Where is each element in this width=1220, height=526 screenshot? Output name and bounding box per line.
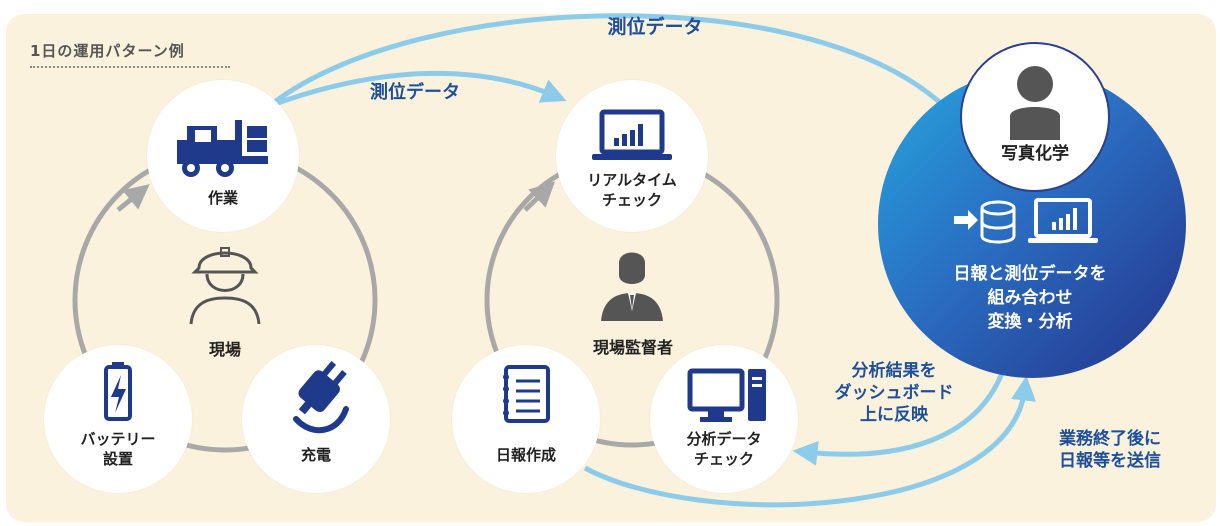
hub-company-circle: 写真化学 xyxy=(960,42,1110,192)
flow-report-to-hub xyxy=(583,375,1036,508)
node-report-label: 日報作成 xyxy=(495,446,556,464)
flow-work-to-hub xyxy=(270,13,952,114)
node-realtime: リアルタイム チェック xyxy=(556,80,708,232)
database-import-icon xyxy=(954,200,1016,244)
site-cycle-arrowhead xyxy=(116,184,150,212)
diagram-caption: 1日の運用パターン例 xyxy=(30,42,185,60)
laptop-chart-icon xyxy=(592,109,672,160)
person-icon xyxy=(1010,66,1060,140)
node-analysis-label: 分析データ チェック xyxy=(686,430,762,468)
battery-icon xyxy=(104,362,132,421)
supervisor-center-label: 現場監督者 xyxy=(592,338,673,357)
forklift-icon xyxy=(177,120,268,177)
node-work: 作業 xyxy=(147,80,299,232)
supervisor-person-icon xyxy=(601,252,663,321)
worker-helmet-icon xyxy=(189,247,261,325)
node-work-label: 作業 xyxy=(207,189,238,207)
node-charge: 充電 xyxy=(242,345,390,493)
node-report: 日報作成 xyxy=(452,345,600,493)
hub-company-name: 写真化学 xyxy=(1001,144,1069,164)
plug-icon xyxy=(293,360,349,434)
flow-hub-to-analysis xyxy=(792,364,1008,466)
laptop-chart-icon xyxy=(1028,198,1098,243)
hub-icons xyxy=(954,198,1098,244)
caption-divider xyxy=(30,66,230,68)
top-flow-label: 測位データ xyxy=(607,16,703,38)
node-realtime-label: リアルタイム チェック xyxy=(587,171,677,209)
node-battery-label: バッテリー 設置 xyxy=(80,430,156,468)
upload-label: 業務終了後に 日報等を送信 xyxy=(1059,429,1161,471)
mid-flow-label: 測位データ xyxy=(370,82,460,103)
desktop-pc-icon xyxy=(687,368,766,422)
flow-work-to-realtime xyxy=(274,70,567,107)
supervisor-cycle-arrowhead xyxy=(523,181,556,212)
node-charge-label: 充電 xyxy=(300,446,331,464)
site-center-label: 現場 xyxy=(208,340,241,359)
feedback-label: 分析結果を ダッシュボード 上に反映 xyxy=(834,361,954,425)
hub-description: 日報と測位データを 組み合わせ 変換・分析 xyxy=(953,264,1107,332)
node-battery: バッテリー 設置 xyxy=(44,345,192,493)
notebook-icon xyxy=(503,365,550,423)
node-analysis: 分析データ チェック xyxy=(650,345,798,493)
